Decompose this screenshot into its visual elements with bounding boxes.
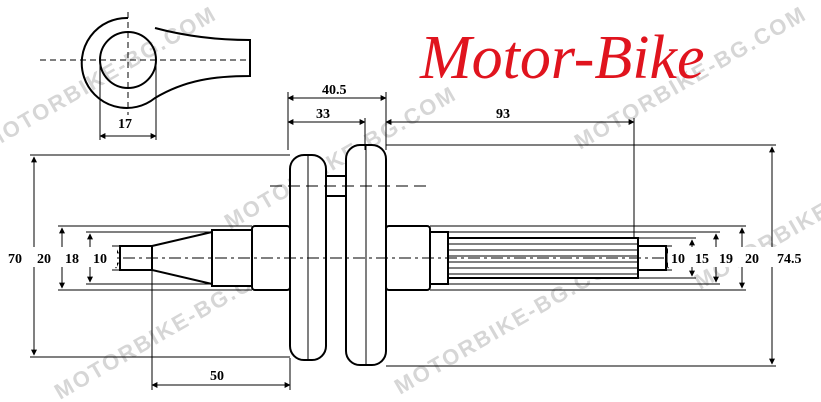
watermark-text: MOTORBIKE-BG.COM [690,141,821,295]
crankshaft [119,144,667,366]
dim-right-d-3: 20 [745,252,759,267]
dim-right-d-1: 15 [695,252,709,267]
dim-web-offset-outer: 40.5 [322,83,347,98]
dim-right-shaft-length: 93 [496,107,510,122]
dim-right-d-4: 74.5 [777,252,802,267]
dim-left-d-3: 10 [93,252,107,267]
connecting-rod [40,12,251,140]
dimension-lines [30,92,776,390]
watermark-text: MOTORBIKE-BG.COM [0,1,221,155]
dim-left-d-2: 18 [65,252,79,267]
centre-lines [100,185,680,259]
watermark-text: MOTORBIKE-BG.COM [220,81,461,235]
dim-left-d-1: 20 [37,252,51,267]
right-diameter-labels: 10 15 19 20 74.5 [668,247,814,267]
dim-left-d-0: 70 [8,252,22,267]
dim-right-d-0: 10 [671,252,685,267]
dim-left-shaft-length: 50 [210,369,224,384]
dim-right-d-2: 19 [719,252,733,267]
brand-title: Motor-Bike [419,24,705,92]
dim-rod-bore: 17 [118,117,132,132]
left-diameter-labels: 70 20 18 10 [5,247,117,267]
dim-web-offset-inner: 33 [316,107,330,122]
